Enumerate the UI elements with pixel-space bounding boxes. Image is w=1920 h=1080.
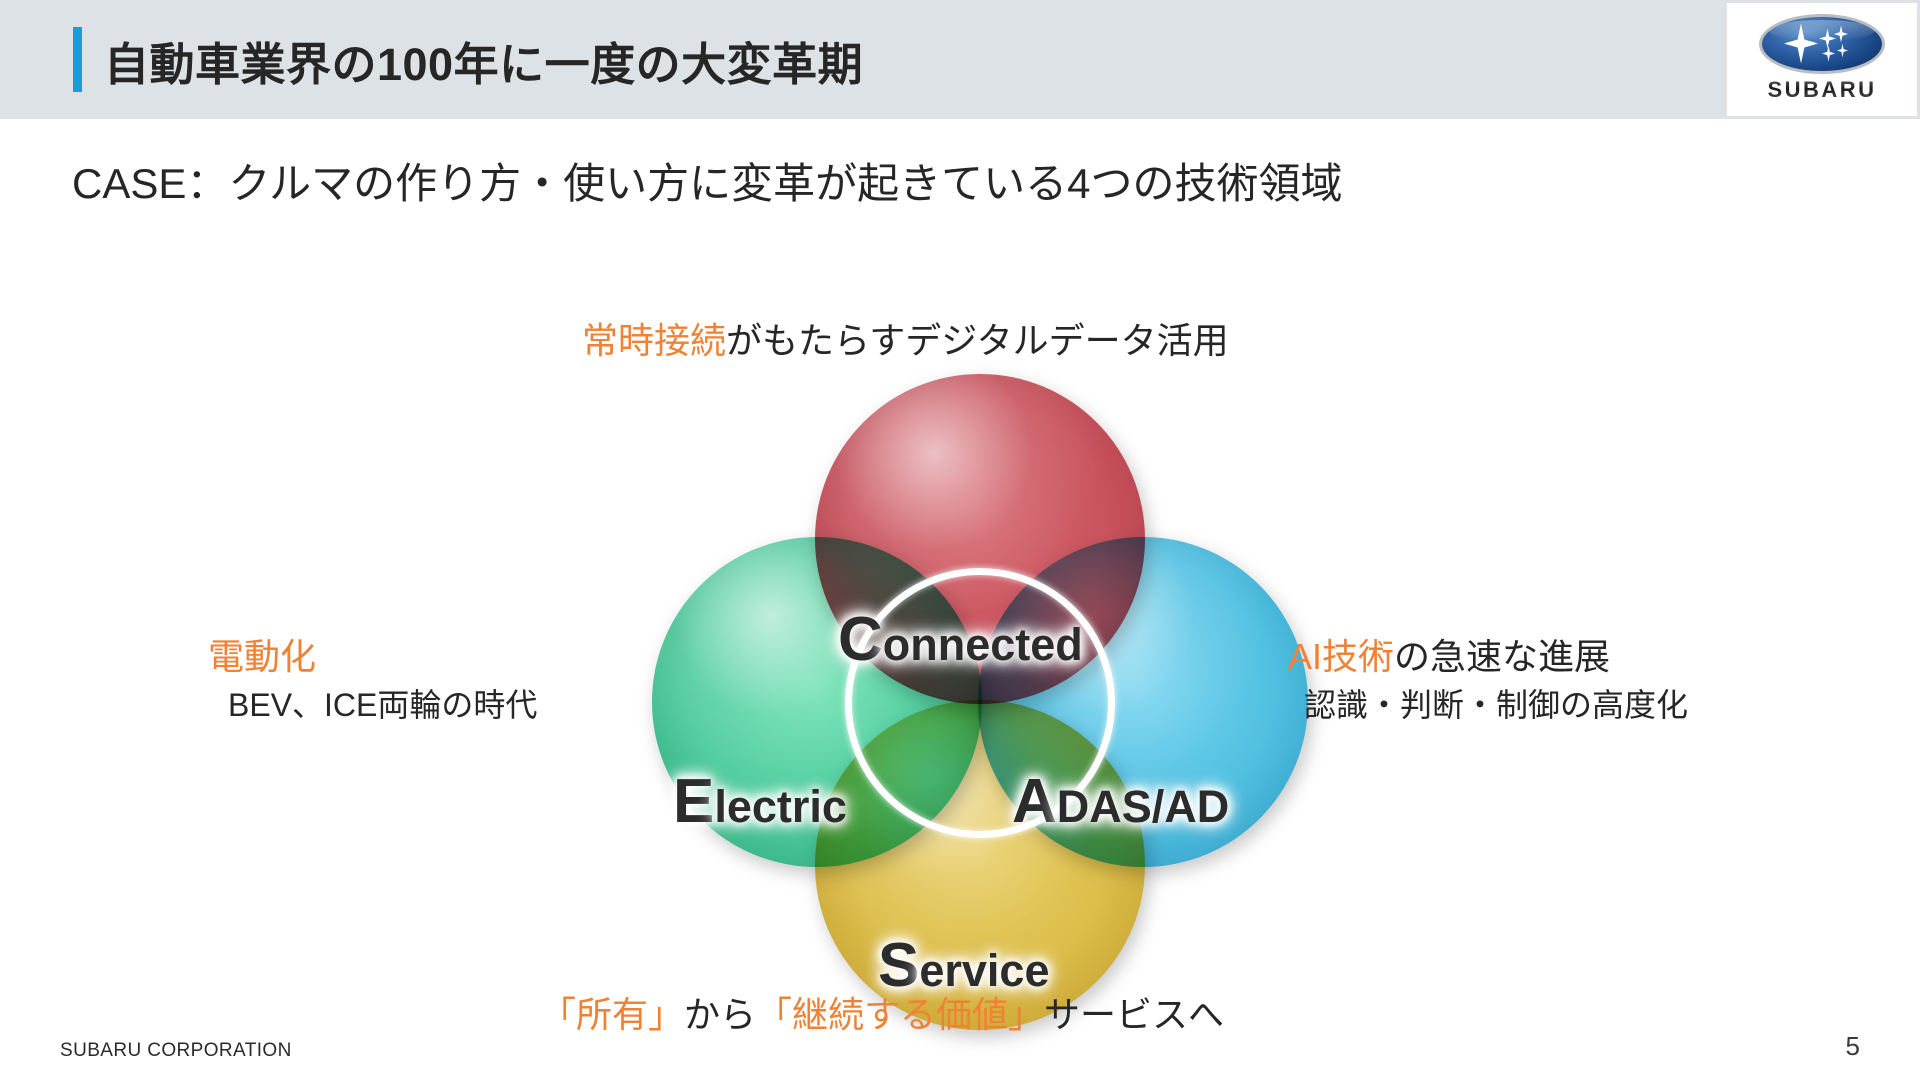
subheadline: CASE：クルマの作り方・使い方に変革が起きている4つの技術領域	[72, 160, 1343, 207]
callout-service-part2: から	[684, 994, 757, 1035]
subaru-logo: SUBARU	[1727, 3, 1917, 116]
callout-adas-ad: AI技術の急速な進展 認識・判断・制御の高度化	[1288, 628, 1688, 726]
callout-electric: 電動化 BEV、ICE両輪の時代	[208, 628, 537, 726]
star-icon	[1822, 45, 1835, 62]
star-icon	[1784, 23, 1818, 64]
venn-label-service-initial: S	[878, 931, 920, 1000]
callout-service: 「所有」から「継続する価値」サービスへ	[540, 986, 1224, 1038]
callout-connected: 常時接続がもたらすデジタルデータ活用	[582, 312, 1229, 364]
star-icon	[1834, 25, 1848, 43]
callout-adas-ad-detail: 認識・判断・制御の高度化	[1304, 687, 1689, 723]
callout-connected-highlight: 常時接続	[582, 320, 727, 361]
star-icon	[1819, 28, 1836, 49]
subaru-wordmark: SUBARU	[1767, 76, 1877, 102]
venn-circle-service	[815, 700, 1145, 1030]
callout-connected-rest: がもたらすデジタルデータ活用	[726, 320, 1229, 361]
venn-label-electric-initial: E	[673, 767, 715, 836]
venn-label-connected: Connected	[838, 604, 1083, 675]
callout-adas-ad-line1: AI技術の急速な進展	[1288, 628, 1688, 680]
subaru-star-cluster-icon	[1762, 16, 1882, 71]
star-icon	[1837, 43, 1848, 58]
venn-label-electric-rest: lectric	[714, 781, 847, 832]
venn-label-electric: Electric	[673, 766, 847, 837]
venn-circle-connected	[815, 374, 1145, 704]
callout-electric-detail: BEV、ICE両輪の時代	[228, 687, 538, 723]
callout-adas-ad-rest: の急速な進展	[1394, 636, 1611, 677]
page-title: 自動車業界の100年に一度の大変革期	[104, 38, 864, 90]
venn-label-adas-ad-initial: A	[1012, 767, 1057, 836]
callout-service-part1: 「所有」	[540, 994, 685, 1035]
venn-label-service-rest: ervice	[919, 945, 1050, 996]
case-venn-diagram: Connected Electric ADAS/AD Service	[610, 370, 1350, 1030]
venn-label-connected-rest: onnected	[882, 619, 1083, 670]
footer-company-name: SUBARU CORPORATION	[60, 1040, 292, 1061]
venn-label-service: Service	[878, 930, 1049, 1001]
header-band	[0, 0, 1920, 119]
callout-electric-highlight: 電動化	[208, 636, 317, 677]
title-accent-bar	[73, 27, 82, 92]
venn-label-adas-ad: ADAS/AD	[1012, 766, 1229, 837]
callout-adas-ad-highlight: AI技術	[1288, 636, 1395, 677]
page-number: 5	[1845, 1031, 1860, 1061]
callout-service-part3: 「継続する価値」	[756, 994, 1045, 1035]
venn-label-connected-initial: C	[838, 605, 883, 674]
venn-label-adas-ad-rest: DAS/AD	[1056, 781, 1230, 832]
callout-service-part4: サービスへ	[1044, 994, 1225, 1035]
